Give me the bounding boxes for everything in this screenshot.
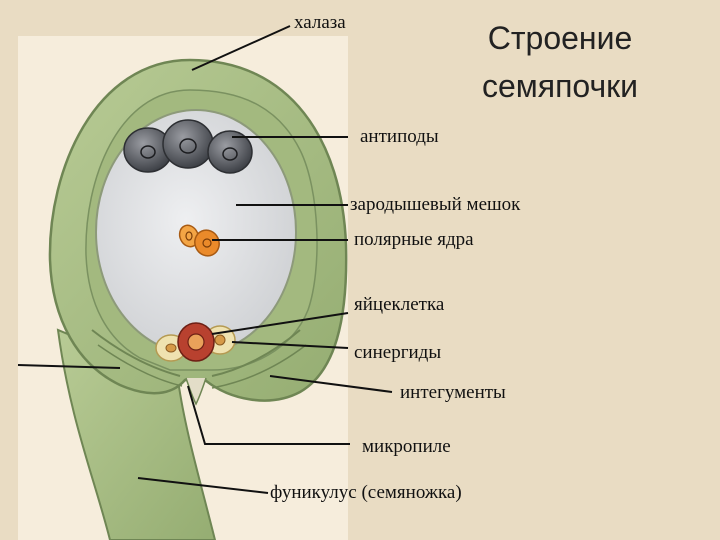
title-line-2: семяпочки bbox=[481, 68, 639, 104]
fold-left-1 bbox=[91, 329, 181, 377]
leader-chalaza bbox=[191, 25, 291, 71]
label-integuments: интегументы bbox=[400, 382, 506, 403]
leader-micropyle bbox=[187, 385, 350, 445]
label-antipodes: антиподы bbox=[360, 126, 439, 147]
leader-lines bbox=[17, 25, 393, 494]
leader-egg-cell bbox=[211, 312, 349, 335]
label-egg-cell: яйцеклетка bbox=[354, 294, 445, 315]
label-micropyle: микропиле bbox=[362, 436, 451, 457]
leader-integuments bbox=[269, 375, 393, 393]
leader-synergids bbox=[231, 341, 349, 349]
label-funiculus: фуникулус (семяножка) bbox=[270, 482, 462, 503]
egg-cell-shape bbox=[177, 322, 215, 362]
title-line-1: Строение bbox=[487, 20, 633, 56]
leader-funiculus bbox=[137, 477, 269, 494]
label-polar-nuclei: полярные ядра bbox=[354, 229, 474, 250]
page-title: Строение семяпочки bbox=[440, 14, 680, 110]
antipode-cells bbox=[123, 119, 253, 174]
leader-outer-left bbox=[17, 364, 121, 369]
label-synergids: синергиды bbox=[354, 342, 442, 363]
fold-right-1 bbox=[211, 329, 301, 377]
polar-nuclei-shape bbox=[178, 224, 220, 257]
label-chalaza: халаза bbox=[294, 12, 346, 33]
label-embryo-sac: зародышевый мешок bbox=[350, 194, 521, 215]
fold-right-2 bbox=[211, 344, 307, 389]
fold-left-2 bbox=[97, 344, 183, 387]
